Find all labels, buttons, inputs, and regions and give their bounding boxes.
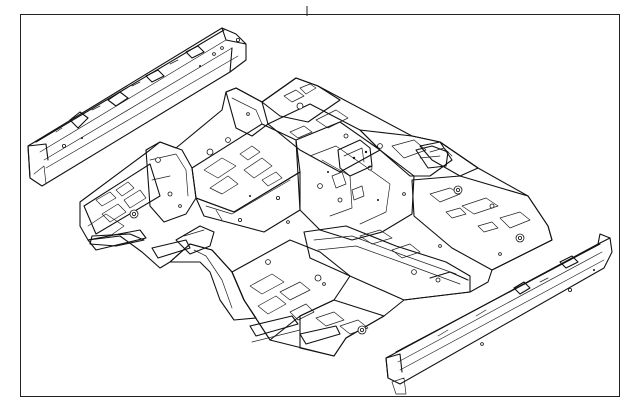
left-side-sill-icon — [27, 27, 247, 187]
diagram-border — [20, 14, 620, 397]
floor-pan-icon — [79, 77, 553, 357]
right-side-sill-icon — [385, 233, 613, 395]
